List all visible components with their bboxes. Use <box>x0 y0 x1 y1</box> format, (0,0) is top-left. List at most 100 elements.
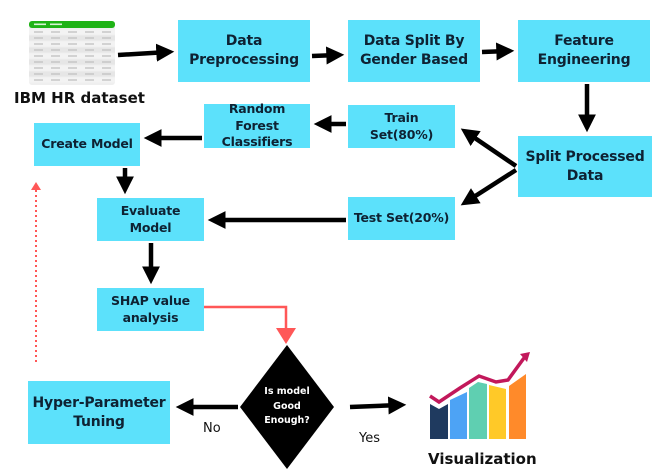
viz-trend-arrowhead <box>520 352 530 362</box>
viz-bar-3 <box>469 382 487 439</box>
spreadsheet-cell <box>51 43 60 45</box>
spreadsheet-icon <box>29 21 115 85</box>
spreadsheet-cell <box>102 67 111 69</box>
viz-trend-line <box>429 356 526 405</box>
spreadsheet-cell <box>68 73 77 75</box>
spreadsheet-cell <box>34 73 43 75</box>
node-hyperparameter-tuning[interactable]: Hyper-Parameter Tuning <box>28 381 170 444</box>
spreadsheet-cell <box>51 67 60 69</box>
decision-line1: Is model <box>264 386 310 397</box>
spreadsheet-cell <box>102 55 111 57</box>
spreadsheet-cell <box>51 79 60 81</box>
node-data-split-gender-line2: Gender Based <box>360 52 468 68</box>
node-random-forest-line1: Random Forest <box>228 100 286 133</box>
spreadsheet-cell <box>68 67 77 69</box>
arrow-shap-to-decision <box>204 305 288 336</box>
node-split-processed-line1: Split Processed <box>525 148 645 165</box>
viz-bar-1 <box>430 404 448 439</box>
spreadsheet-cell <box>34 49 43 51</box>
arrow-split-to-test <box>460 168 518 206</box>
node-test-set-label: Test Set(20%) <box>353 210 450 226</box>
spreadsheet-cell <box>68 79 77 81</box>
node-evaluate-model[interactable]: Evaluate Model <box>97 198 204 241</box>
spreadsheet-cell <box>68 43 77 45</box>
spreadsheet-cell <box>85 37 94 39</box>
arrow-split-to-train <box>460 128 518 168</box>
spreadsheet-cell <box>85 55 94 57</box>
spreadsheet-cell <box>68 55 77 57</box>
visualization-node[interactable] <box>428 352 532 442</box>
spreadsheet-cell <box>34 67 43 69</box>
edge-label-no: No <box>203 421 221 436</box>
node-tuning-line1: Hyper-Parameter <box>32 394 166 411</box>
spreadsheet-cell <box>102 43 111 45</box>
dataset-label: IBM HR dataset <box>14 89 145 107</box>
viz-bar-5 <box>509 374 526 439</box>
dataset-node <box>28 20 116 86</box>
spreadsheet-cell <box>34 79 43 81</box>
spreadsheet-cell <box>85 73 94 75</box>
spreadsheet-cell <box>102 37 111 39</box>
node-data-preprocessing-line1: Data <box>225 33 263 50</box>
spreadsheet-cell <box>68 49 77 51</box>
visualization-label: Visualization <box>428 450 537 468</box>
node-split-processed-line2: Data <box>566 167 604 184</box>
node-shap-line1: SHAP value <box>111 292 190 308</box>
spreadsheet-cell <box>51 49 60 51</box>
spreadsheet-cell <box>102 73 111 75</box>
spreadsheet-cell <box>85 49 94 51</box>
node-train-set[interactable]: Train Set(80%) <box>348 105 455 148</box>
node-split-processed-data[interactable]: Split Processed Data <box>518 136 652 197</box>
arrow-shap-to-decision-head <box>276 328 296 344</box>
spreadsheet-cell <box>102 61 111 63</box>
node-test-set[interactable]: Test Set(20%) <box>348 197 455 240</box>
decision-line2: Good <box>273 400 301 412</box>
node-shap-analysis[interactable]: SHAP value analysis <box>97 288 204 331</box>
spreadsheet-cell <box>85 43 94 45</box>
spreadsheet-cell <box>34 37 43 39</box>
spreadsheet-cell <box>68 37 77 39</box>
node-data-split-gender-line1: Data Split By <box>363 33 465 50</box>
node-data-preprocessing-line2: Preprocessing <box>189 52 299 68</box>
viz-bar-2 <box>450 392 467 439</box>
viz-bar-4 <box>489 385 506 439</box>
node-random-forest[interactable]: Random Forest Classifiers <box>204 100 310 150</box>
spreadsheet-cell <box>85 67 94 69</box>
spreadsheet-cell <box>34 43 43 45</box>
node-evaluate-model-label: Evaluate Model <box>120 202 181 235</box>
node-data-split-gender[interactable]: Data Split By Gender Based <box>348 20 480 82</box>
decision-label[interactable]: Is model Good Enough? <box>252 385 322 429</box>
arrow-split-gender-to-feature <box>481 42 515 61</box>
spreadsheet-cell <box>34 31 43 33</box>
spreadsheet-cell <box>51 73 60 75</box>
spreadsheet-cell <box>51 61 60 63</box>
node-tuning-line2: Tuning <box>73 413 125 430</box>
node-train-set-label: Train Set(80%) <box>369 109 434 142</box>
decision-diamond <box>240 345 334 469</box>
node-feature-engineering-line1: Feature <box>554 33 614 50</box>
arrow-decision-to-visualization-yes <box>349 396 407 415</box>
spreadsheet-cell <box>68 61 77 63</box>
node-data-preprocessing[interactable]: Data Preprocessing <box>178 20 310 82</box>
arrow-preprocessing-to-split-gender <box>311 46 345 65</box>
spreadsheet-cell <box>102 49 111 51</box>
node-feature-engineering[interactable]: Feature Engineering <box>518 20 650 82</box>
spreadsheet-cell <box>34 61 43 63</box>
decision-line3: Enough? <box>264 415 310 427</box>
spreadsheet-cell <box>51 37 60 39</box>
spreadsheet-cell <box>102 79 111 81</box>
arrow-dataset-to-preprocessing <box>117 43 175 62</box>
arrow-tuning-to-create-dotted-head <box>31 182 41 190</box>
node-create-model-label: Create Model <box>41 136 133 152</box>
spreadsheet-cell <box>51 55 60 57</box>
spreadsheet-cell <box>85 61 94 63</box>
spreadsheet-cell <box>34 55 43 57</box>
spreadsheet-cell <box>102 31 111 33</box>
node-feature-engineering-line2: Engineering <box>537 52 631 68</box>
spreadsheet-cell <box>85 79 94 81</box>
spreadsheet-cell <box>85 31 94 33</box>
node-create-model[interactable]: Create Model <box>34 123 140 166</box>
bar-chart-trend-icon <box>429 352 530 439</box>
node-random-forest-line2: Classifiers <box>221 134 293 150</box>
